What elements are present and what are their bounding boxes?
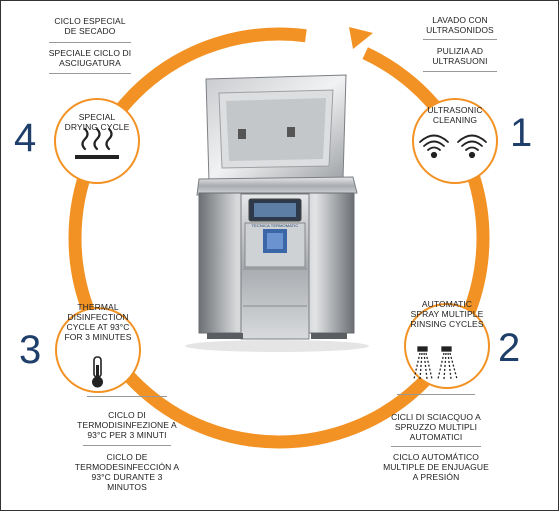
step-2-circle [404, 303, 490, 389]
washer-machine-illustration [185, 74, 369, 352]
caption-divider [391, 446, 481, 447]
machine-brand-label: TECNICA TERMOMATIC [251, 223, 299, 228]
caption-divider [87, 396, 167, 397]
step-1-caption-it: PULIZIA AD ULTRASUONI [432, 46, 488, 66]
process-ring [68, 27, 490, 449]
step-2-caption-it: CICLI DI SCIACQUO A SPRUZZO MULTIPLI AUT… [391, 412, 481, 442]
step-3-label: THERMAL DISINFECTION CYCLE AT 93°C FOR 3… [64, 302, 132, 342]
step-4-caption-es: CICLO ESPECIAL DE SECADO [54, 16, 126, 36]
step-number-2: 2 [498, 326, 521, 370]
step-number-1: 1 [510, 111, 533, 155]
caption-divider [423, 39, 497, 40]
step-4-label: SPECIAL DRYING CYCLE [64, 112, 130, 132]
step-number-3: 3 [19, 328, 42, 372]
step-1-circle [412, 98, 498, 184]
step-3-caption-it: CICLO DI TERMODISINFEZIONE A 93°C PER 3 … [77, 410, 177, 440]
ring-arrow-head-top [349, 27, 373, 49]
ultrasonic-waves-icon [419, 134, 487, 159]
caption-divider [49, 73, 131, 74]
step-2-label: AUTOMATIC SPRAY MULTIPLE RINSING CYCLES [410, 299, 484, 329]
thermometer-icon [92, 356, 103, 388]
step-4-circle [54, 98, 140, 184]
caption-divider [397, 394, 475, 395]
step-1-label: ULTRASONIC CLEANING [427, 105, 483, 125]
caption-divider [49, 42, 131, 43]
step-4-caption-it: SPECIALE CICLO DI ASCIUGATURA [48, 48, 132, 68]
caption-divider [423, 71, 497, 72]
caption-divider [83, 445, 171, 446]
spray-nozzles-icon [413, 346, 458, 380]
step-1-caption-es: LAVADO CON ULTRASONIDOS [426, 15, 494, 35]
step-2-caption-es: CICLO AUTOMÁTICO MULTIPLE DE ENJUAGUE A … [383, 452, 489, 482]
heat-drying-icon [75, 127, 119, 159]
step-number-4: 4 [14, 116, 37, 160]
step-3-circle [55, 307, 141, 393]
step-3-caption-es: CICLO DE TERMODESINFECCIÓN A 93°C DURANT… [74, 452, 180, 492]
